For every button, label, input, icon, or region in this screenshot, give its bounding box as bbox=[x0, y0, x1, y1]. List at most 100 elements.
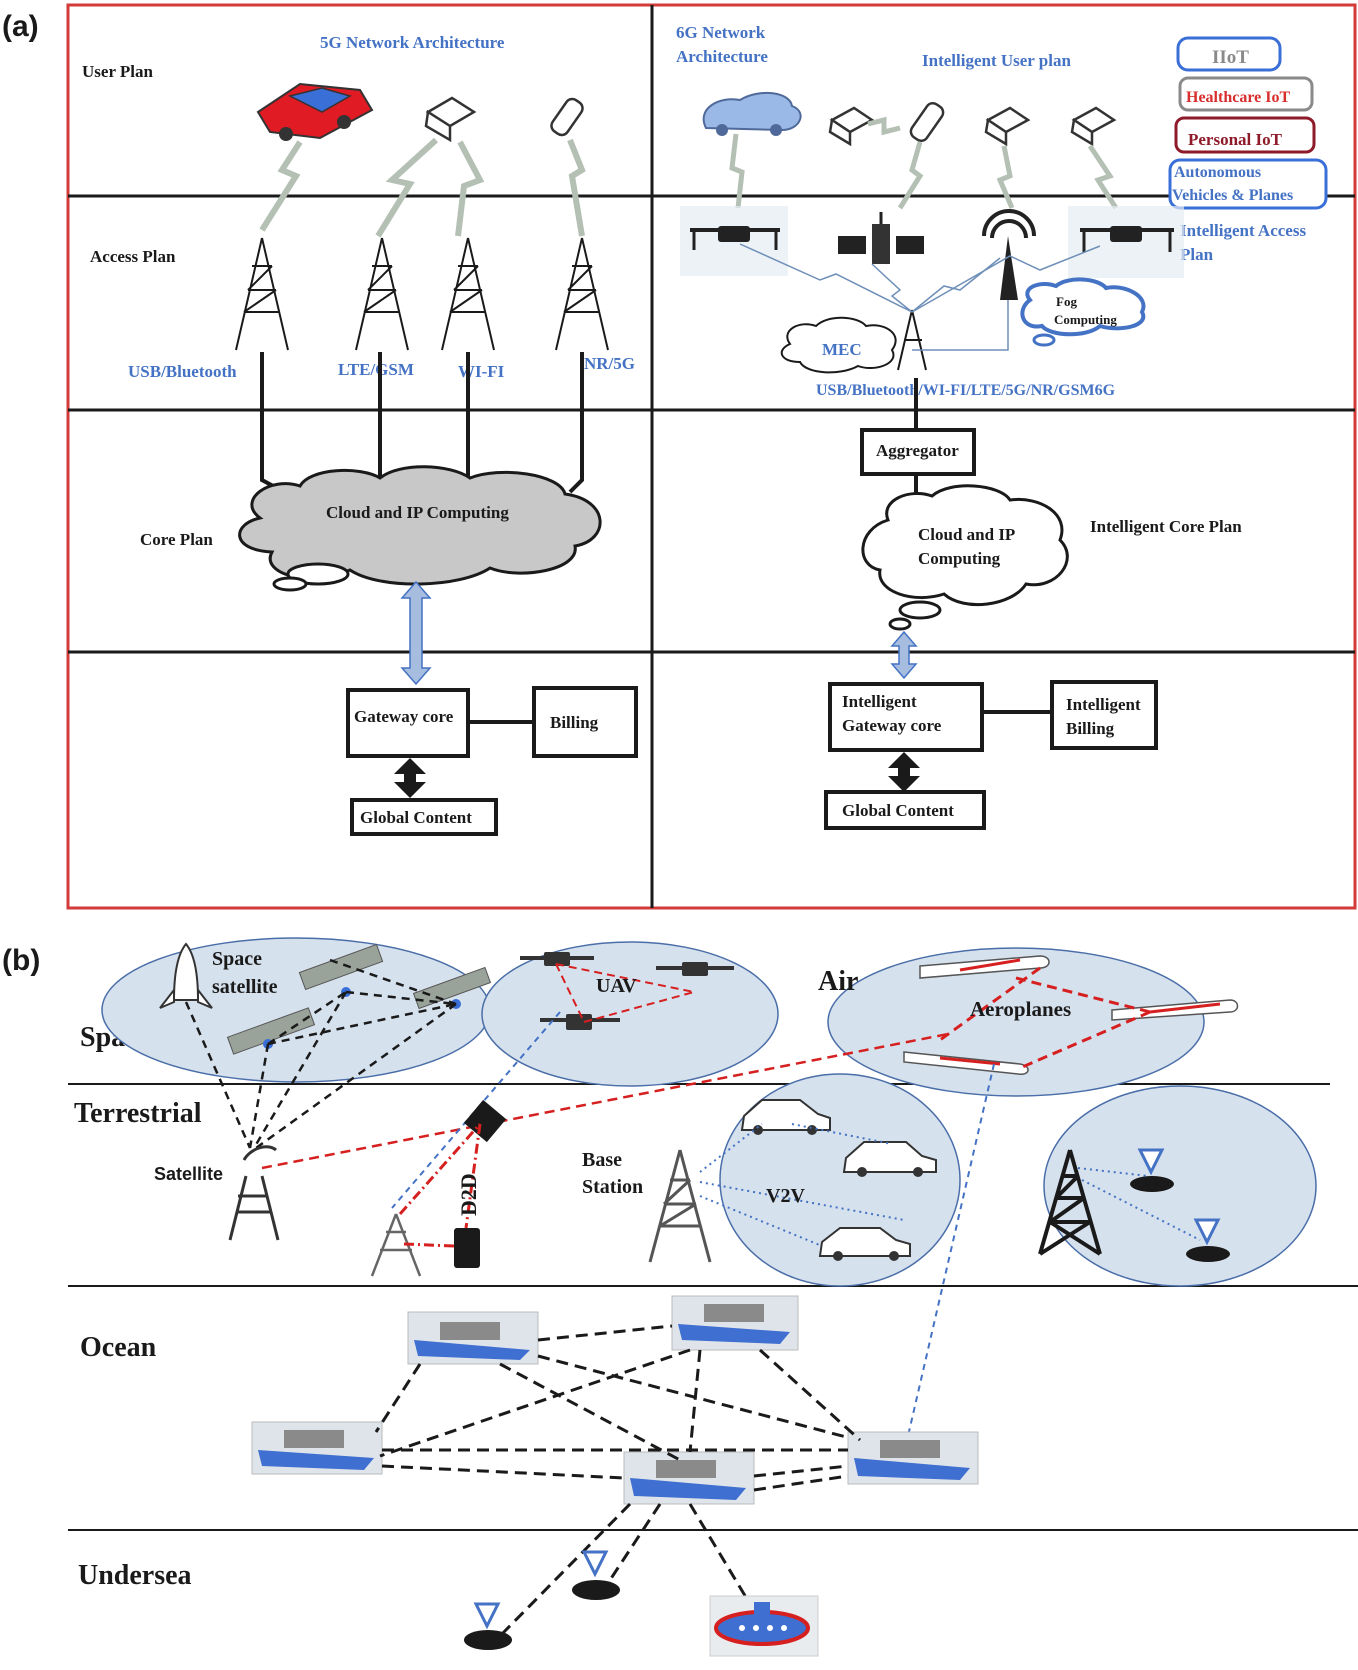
device-icon bbox=[454, 1228, 480, 1268]
satellite-icon bbox=[226, 943, 492, 1055]
submarine-icon bbox=[709, 1595, 819, 1657]
ship-icon bbox=[251, 1295, 979, 1505]
tower-icon bbox=[1038, 1149, 1102, 1256]
global-content-box bbox=[350, 798, 498, 836]
intelligent-access-label-line2: Plan bbox=[1180, 245, 1214, 264]
5g-title: 5G Network Architecture bbox=[320, 33, 505, 52]
intelligent-billing-line1: Intelligent bbox=[1066, 695, 1141, 714]
car-cloud-icon bbox=[702, 91, 802, 136]
double-arrow-blue-right bbox=[890, 630, 918, 680]
cloud-right-label-line2: Computing bbox=[918, 549, 1001, 568]
laptop-icon bbox=[424, 96, 477, 143]
cloud-left bbox=[238, 465, 602, 592]
iiot-box bbox=[1176, 36, 1282, 72]
intelligent-billing-box bbox=[1050, 680, 1158, 750]
cloud-right bbox=[861, 484, 1069, 631]
layer-terrestrial: Terrestrial bbox=[74, 1098, 202, 1129]
v2v-links bbox=[699, 1123, 905, 1247]
aeroplane-links bbox=[939, 966, 1151, 1070]
d2d-links bbox=[398, 1123, 482, 1248]
double-arrow-black-right bbox=[888, 752, 920, 792]
autonomous-label-line2: Vehicles & Planes bbox=[1172, 187, 1293, 204]
mec-label: MEC bbox=[822, 340, 862, 359]
base-station-icon bbox=[648, 1149, 712, 1263]
aggregator-label: Aggregator bbox=[876, 441, 959, 460]
personal-iot-box bbox=[1174, 116, 1316, 154]
panel-a-label: (a) bbox=[2, 10, 39, 43]
core-plan-label: Core Plan bbox=[140, 530, 213, 549]
healthcare-iot-box bbox=[1178, 76, 1314, 112]
6g-title-line2: Architecture bbox=[676, 47, 768, 66]
ocean-links bbox=[374, 1324, 862, 1492]
cell-tower-icon bbox=[235, 237, 609, 351]
double-arrow-black-left bbox=[394, 758, 426, 798]
car-icon bbox=[256, 82, 374, 141]
phone-icon-right bbox=[909, 101, 945, 143]
fog-cloud bbox=[1020, 277, 1146, 347]
air-label: Air bbox=[818, 966, 858, 997]
personal-iot-label: Personal IoT bbox=[1188, 130, 1283, 149]
uav-links bbox=[555, 963, 695, 1023]
intelligent-access-label-line1: Intelligent Access bbox=[1180, 221, 1306, 240]
undersea-sensor-icon bbox=[464, 1550, 620, 1650]
fog-label-line1: Fog bbox=[1056, 294, 1077, 309]
autonomous-label-line1: Autonomous bbox=[1174, 164, 1261, 181]
layer-ocean: Ocean bbox=[80, 1332, 157, 1363]
intelligent-core-plan-label: Intelligent Core Plan bbox=[1090, 517, 1242, 536]
base-station-line2: Station bbox=[582, 1176, 643, 1198]
global-content-box-right bbox=[824, 790, 986, 830]
uav-label: UAV bbox=[596, 975, 637, 997]
wifi-tower-icon bbox=[982, 209, 1036, 300]
fog-label-line2: Computing bbox=[1054, 312, 1117, 327]
v2v-label: V2V bbox=[766, 1185, 805, 1207]
d2d-label: D2D bbox=[456, 1173, 481, 1216]
sensor-node-icon bbox=[1130, 1148, 1230, 1262]
phone-icon bbox=[550, 97, 584, 137]
blue-dashed-links bbox=[391, 1011, 995, 1437]
access-lte-gsm: LTE/GSM bbox=[338, 360, 414, 379]
intelligent-user-plan-label: Intelligent User plan bbox=[922, 51, 1071, 70]
satellite-icon bbox=[838, 212, 924, 264]
car-wheels bbox=[753, 1125, 923, 1261]
global-content-label: Global Content bbox=[360, 808, 472, 827]
intelligent-billing-line2: Billing bbox=[1066, 719, 1115, 738]
6g-title-line1: 6G Network bbox=[676, 23, 766, 42]
protocols-label: USB/Bluetooth/WI-FI/LTE/5G/NR/GSM6G bbox=[816, 382, 1116, 399]
cluster-bubbles bbox=[101, 937, 1317, 1287]
sensor-links bbox=[1077, 1167, 1201, 1241]
satellite-aeroplane-link bbox=[261, 1032, 949, 1170]
mec-cloud bbox=[780, 316, 897, 374]
intelligent-gateway-line2: Gateway core bbox=[842, 716, 942, 735]
central-antenna-icon bbox=[897, 309, 927, 371]
drone-icon bbox=[1068, 206, 1184, 278]
drone-icon bbox=[680, 206, 788, 276]
laptop-icons-right bbox=[828, 106, 1117, 147]
base-station-line1: Base bbox=[582, 1149, 622, 1171]
satellite-label: Satellite bbox=[154, 1164, 223, 1184]
billing-box bbox=[532, 686, 638, 758]
access-nr-5g: NR/5G bbox=[584, 354, 635, 373]
intelligent-gateway-box bbox=[828, 682, 984, 752]
access-links-right bbox=[739, 243, 1101, 351]
access-plan-label: Access Plan bbox=[90, 247, 176, 266]
double-arrow-blue-left bbox=[400, 580, 432, 686]
global-content-label-right: Global Content bbox=[842, 801, 954, 820]
panel-b-label: (b) bbox=[2, 944, 40, 977]
user-plan-label: User Plan bbox=[82, 62, 154, 81]
car-icon bbox=[740, 1099, 937, 1257]
billing-label: Billing bbox=[550, 713, 599, 732]
wireless-links-left bbox=[259, 137, 586, 238]
intelligent-gateway-line1: Intelligent bbox=[842, 692, 917, 711]
space-links bbox=[184, 958, 457, 1150]
relay-node-icon bbox=[463, 1099, 507, 1143]
undersea-links bbox=[498, 1502, 752, 1638]
aggregator-box bbox=[860, 428, 976, 476]
space-satellite-line2: satellite bbox=[212, 976, 278, 998]
gateway-core-label: Gateway core bbox=[354, 707, 454, 726]
uav-drone-icon bbox=[520, 952, 734, 1030]
space-satellite-line1: Space bbox=[212, 948, 262, 970]
space-shuttle-icon bbox=[159, 942, 213, 1009]
iiot-label: IIoT bbox=[1212, 47, 1249, 68]
access-wifi: WI-FI bbox=[458, 362, 505, 381]
